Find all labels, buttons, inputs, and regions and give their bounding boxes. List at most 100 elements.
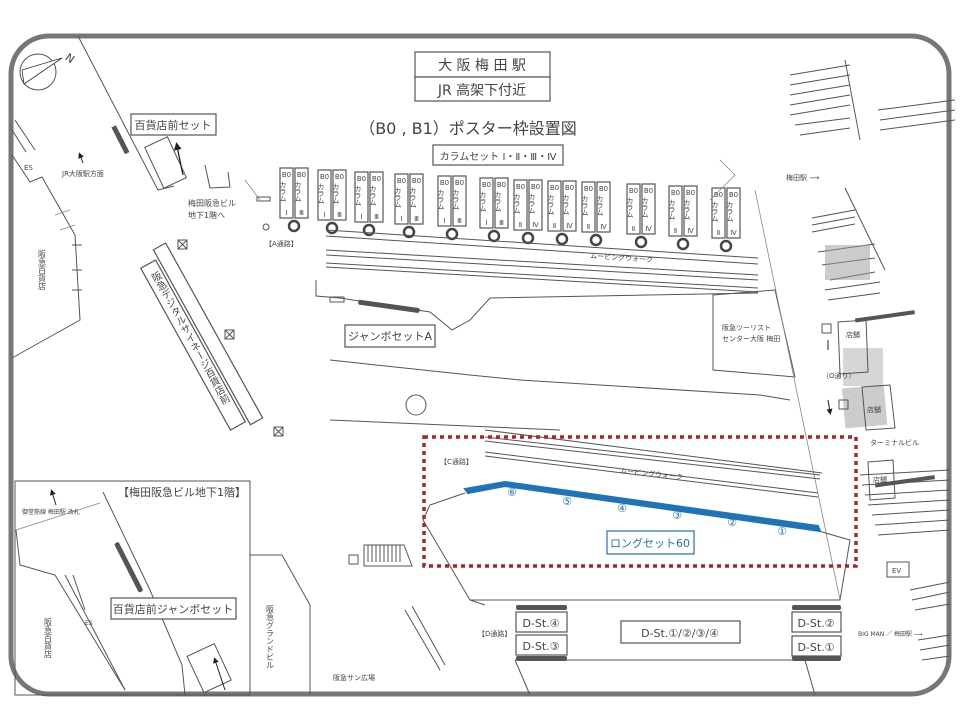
long-set-60-box[interactable] — [606, 530, 695, 555]
column-poster — [452, 175, 467, 227]
stairs-icon — [186, 643, 232, 694]
column-size-label: B0 — [335, 173, 344, 181]
column-name-label: カラム — [294, 181, 302, 202]
column-poster — [437, 175, 452, 227]
column-poster — [294, 167, 309, 219]
column-numeral: Ⅰ — [485, 219, 487, 227]
column-poster — [562, 180, 577, 232]
jumbo-set-a-label: ジャンボセットA — [348, 330, 432, 343]
column-numeral: Ⅰ — [400, 215, 402, 223]
column-poster — [641, 183, 656, 235]
shop-label: 店舗 — [846, 330, 860, 339]
dept-front-set-box[interactable] — [130, 113, 217, 136]
sun-plaza-label: 阪急サン広場 — [333, 673, 375, 682]
column-numeral: Ⅰ — [323, 211, 325, 219]
column-size-label: B0 — [565, 184, 574, 192]
column-numeral: Ⅱ — [632, 225, 635, 233]
jr-osaka-direction-label: JR大阪駅方面 — [61, 169, 104, 178]
tourist-center-label: 阪急ツーリスト — [722, 323, 771, 332]
umeda-hankyu-b1-label: 梅田阪急ビル — [188, 198, 236, 208]
column-poster — [394, 173, 409, 225]
hankyu-dept-label: 阪急百貨店 — [38, 250, 47, 291]
column-size-label: B0 — [599, 185, 608, 193]
column-pillar-icon — [287, 219, 301, 233]
column-name-label: カラム — [332, 183, 340, 204]
column-size-label: B0 — [497, 181, 506, 189]
column-numeral: Ⅲ — [414, 215, 419, 223]
column-poster — [581, 181, 596, 233]
column-set-label: カラムセット Ⅰ・Ⅱ・Ⅲ・Ⅳ — [440, 151, 558, 163]
column-numeral: Ⅳ — [687, 227, 694, 235]
station-area: JR 高架下付近 — [437, 82, 526, 99]
digital-signage-panel[interactable]: 阪急デジタルサイネージ百貨店前 — [136, 242, 264, 434]
long-set-60-poster-strip[interactable] — [463, 480, 822, 533]
column-poster — [726, 187, 741, 239]
column-numeral: Ⅳ — [730, 229, 737, 237]
stairs-icon — [363, 544, 413, 567]
column-name-label: カラム — [683, 199, 691, 220]
column-numeral: Ⅲ — [457, 217, 462, 225]
column-name-label: カラム — [452, 189, 460, 210]
column-name-label: カラム — [596, 195, 604, 216]
column-name-label: カラム — [494, 191, 502, 212]
column-pillar-icon — [487, 229, 501, 243]
column-pillar-icon — [555, 232, 569, 246]
column-size-label: B0 — [516, 183, 525, 191]
column-poster — [626, 183, 641, 235]
column-name-label: カラム — [547, 194, 555, 215]
column-size-label: B0 — [282, 171, 291, 179]
d-station-all[interactable]: D-St.①/②/③/④ — [620, 620, 741, 644]
column-numeral: Ⅰ — [285, 209, 287, 217]
d-station-3[interactable]: D-St.③ — [515, 634, 568, 656]
column-size-label: B0 — [320, 173, 329, 181]
stairs-icon — [789, 59, 956, 661]
d-station-all-label: D-St.①/②/③/④ — [641, 627, 719, 640]
moving-walk-label-c: ムービングウォーク — [620, 466, 684, 482]
poster-slot — [111, 125, 130, 155]
column-poster — [547, 180, 562, 232]
compass-icon: N — [19, 51, 77, 91]
column-numeral: Ⅰ — [443, 217, 445, 225]
column-numeral: Ⅱ — [717, 229, 720, 237]
column-size-label: B0 — [531, 183, 540, 191]
jumbo-set-a-box[interactable] — [344, 324, 436, 348]
column-size-label: B0 — [357, 175, 366, 183]
signage-marker-icon — [177, 239, 284, 437]
long-set-position-label: ① — [777, 525, 787, 538]
column-poster — [317, 169, 332, 221]
column-poster — [479, 177, 494, 229]
umeda-hankyu-b1-label-2: 地下1階へ — [188, 210, 225, 220]
d-station-4-label: D-St.④ — [522, 617, 559, 630]
column-name-label: カラム — [626, 197, 634, 218]
column-size-label: B0 — [671, 189, 680, 197]
column-name-label: カラム — [562, 194, 570, 215]
dept-front-jumbo-box[interactable] — [110, 597, 237, 620]
d-station-1[interactable]: D-St.① — [791, 635, 842, 657]
column-name-label: カラム — [409, 187, 417, 208]
d-station-3-label: D-St.③ — [522, 640, 559, 653]
column-numeral: Ⅲ — [374, 213, 379, 221]
long-set-position-label: ③ — [672, 509, 682, 522]
d-station-2[interactable]: D-St.② — [791, 611, 842, 633]
column-size-label: B0 — [297, 171, 306, 179]
d-station-4[interactable]: D-St.④ — [515, 611, 568, 633]
long-set-position-label: ⑤ — [562, 495, 572, 508]
column-pillar-icon — [589, 233, 603, 247]
dept-front-set-label: 百貨店前セット — [135, 118, 212, 132]
column-numeral: Ⅳ — [532, 221, 539, 229]
d-passage-label: 【D通路】 — [478, 629, 511, 638]
